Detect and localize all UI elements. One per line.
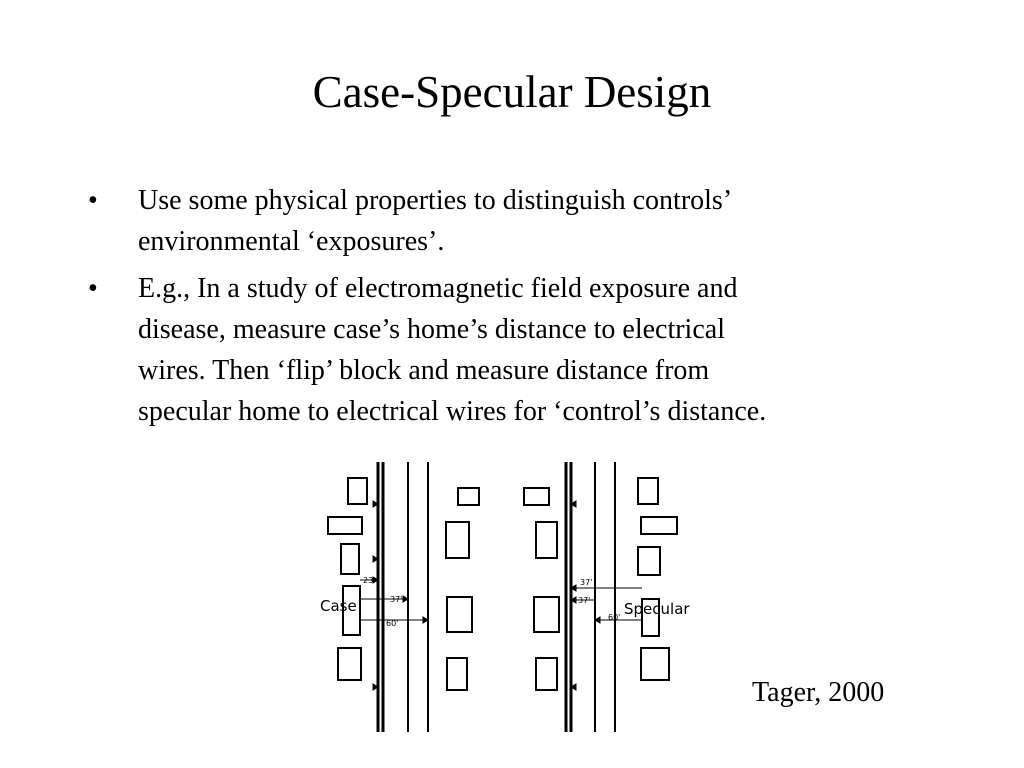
bullet-line: disease, measure case’s home’s distance … bbox=[138, 314, 725, 345]
bullet-line: environmental ‘exposures’. bbox=[138, 226, 445, 257]
bullet-marker: • bbox=[88, 185, 98, 216]
specular-distance-label: 60' bbox=[608, 613, 620, 622]
bullet-line: specular home to electrical wires for ‘c… bbox=[138, 396, 767, 427]
bullet-marker: • bbox=[88, 273, 98, 304]
specular-distance-label: 37' bbox=[580, 578, 592, 587]
slide-title: Case-Specular Design bbox=[312, 67, 712, 117]
case-distance-label: 37' bbox=[390, 595, 402, 604]
case-distance-label: 60' bbox=[386, 619, 398, 628]
bullet-list: • Use some physical properties to distin… bbox=[88, 180, 948, 438]
specular-label: Specular bbox=[624, 600, 690, 618]
bullet-item-2: • E.g., In a study of electromagnetic fi… bbox=[88, 268, 948, 432]
bullet-line: Use some physical properties to distingu… bbox=[138, 185, 733, 216]
specular-distance-label: 37' bbox=[578, 596, 590, 605]
case-specular-diagram: Case Specular 23' 37' 60' 37' 37' 60' bbox=[320, 462, 690, 732]
bullet-item-1: • Use some physical properties to distin… bbox=[88, 180, 948, 262]
bullet-line: wires. Then ‘flip’ block and measure dis… bbox=[138, 355, 710, 386]
specular-measurement-lines bbox=[570, 500, 642, 691]
bullet-line: E.g., In a study of electromagnetic fiel… bbox=[138, 273, 738, 304]
case-measurement-lines bbox=[360, 500, 429, 691]
house-blocks bbox=[327, 477, 678, 691]
citation: Tager, 2000 bbox=[752, 677, 885, 708]
case-label: Case bbox=[320, 597, 357, 615]
case-distance-label: 23' bbox=[363, 576, 375, 585]
